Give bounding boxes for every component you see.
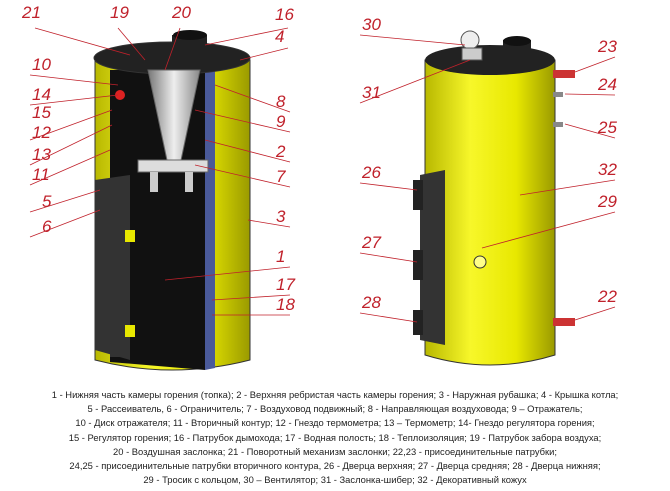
callout-5: 5 [42, 192, 52, 211]
callout-15: 15 [32, 103, 51, 122]
callout-13: 13 [32, 145, 51, 164]
callout-6: 6 [42, 217, 52, 236]
callout-29: 29 [597, 192, 617, 211]
legend-line: 20 - Воздушная заслонка; 21 - Поворотный… [113, 445, 557, 457]
callout-23: 23 [597, 37, 617, 56]
callout-3: 3 [276, 207, 286, 226]
callout-19: 19 [110, 3, 129, 22]
legend-line: 15 - Регулятор горения; 16 - Патрубок ды… [68, 431, 602, 443]
callout-24: 24 [597, 75, 617, 94]
callout-20: 20 [171, 3, 191, 22]
callout-labels: 21 19 20 16 4 10 14 15 12 13 11 5 6 8 9 … [21, 3, 617, 314]
right-boiler [413, 30, 575, 366]
callout-2: 2 [275, 142, 286, 161]
callout-18: 18 [276, 295, 295, 314]
legend: 1 - Нижняя часть камеры горения (топка);… [0, 388, 670, 487]
callout-26: 26 [361, 163, 381, 182]
callout-17: 17 [276, 275, 295, 294]
callout-21: 21 [21, 3, 41, 22]
callout-8: 8 [276, 92, 286, 111]
callout-32: 32 [598, 160, 617, 179]
callout-25: 25 [597, 118, 617, 137]
callout-4: 4 [275, 27, 284, 46]
callout-9: 9 [276, 112, 286, 131]
legend-line: 10 - Диск отражателя; 11 - Вторичный кон… [75, 417, 595, 429]
leader-lines [29, 27, 616, 323]
callout-14: 14 [32, 85, 51, 104]
callout-30: 30 [362, 15, 381, 34]
callout-12: 12 [32, 123, 51, 142]
left-boiler-cutaway [93, 30, 251, 371]
callout-11: 11 [32, 165, 50, 184]
callout-1: 1 [276, 247, 285, 266]
callout-28: 28 [361, 293, 381, 312]
callout-7: 7 [276, 167, 286, 186]
callout-27: 27 [361, 233, 381, 252]
legend-line: 5 - Рассеиватель, 6 - Ограничитель; 7 - … [87, 403, 583, 415]
callout-22: 22 [597, 287, 617, 306]
callout-16: 16 [275, 5, 294, 24]
legend-line: 1 - Нижняя часть камеры горения (топка);… [51, 389, 619, 400]
callout-31: 31 [362, 83, 381, 102]
legend-line: 24,25 - присоединительные патрубки втори… [69, 460, 601, 472]
callout-10: 10 [32, 55, 51, 74]
legend-line: 29 - Тросик с кольцом, 30 – Вентилятор; … [143, 474, 527, 486]
